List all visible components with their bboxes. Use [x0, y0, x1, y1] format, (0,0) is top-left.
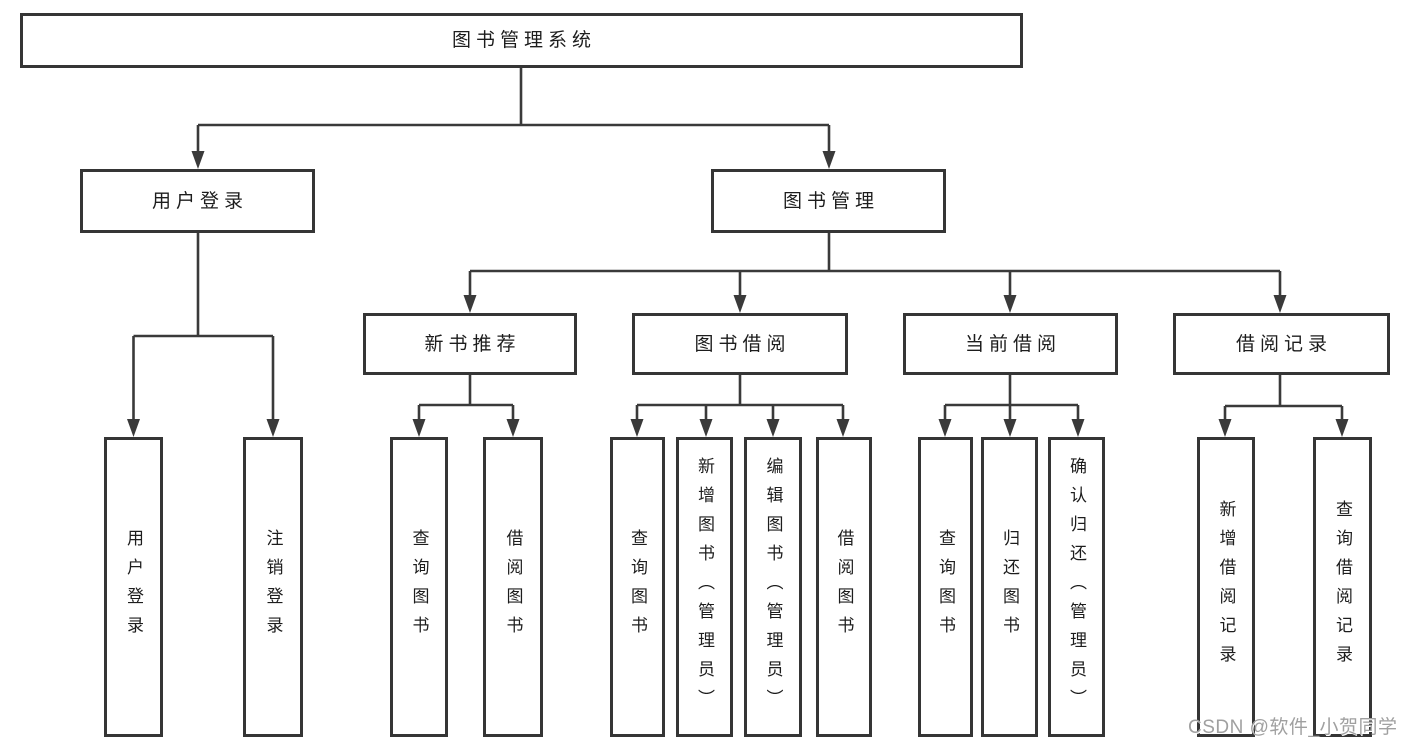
leaf-user-login-label: 用户登录 [124, 529, 143, 645]
node-book-management: 图书管理 [711, 169, 946, 233]
node-user-login-group-label: 用户登录 [151, 190, 248, 212]
leaf-borrow-books-1-label: 借阅图书 [503, 529, 523, 645]
leaf-query-borrow-record: 查询借阅记录 [1313, 437, 1372, 737]
leaf-add-books-admin: 新增图书（管理员） [676, 437, 733, 737]
csdn-watermark: CSDN @软件_小贺同学 [1188, 717, 1398, 738]
node-user-login-group: 用户登录 [80, 169, 315, 233]
leaf-query-books-2-label: 查询图书 [628, 529, 647, 645]
leaf-add-borrow-record-label: 新增借阅记录 [1216, 500, 1236, 674]
leaf-logout: 注销登录 [243, 437, 303, 737]
node-root: 图书管理系统 [20, 13, 1023, 68]
leaf-edit-books-admin-label: 编辑图书（管理员） [763, 456, 783, 718]
leaf-edit-books-admin: 编辑图书（管理员） [744, 437, 802, 737]
leaf-query-books-1-label: 查询图书 [409, 529, 429, 645]
leaf-query-borrow-record-label: 查询借阅记录 [1333, 500, 1352, 674]
leaf-add-borrow-record: 新增借阅记录 [1197, 437, 1255, 737]
leaf-return-books: 归还图书 [981, 437, 1038, 737]
node-borrowing-records: 借阅记录 [1173, 313, 1390, 375]
node-new-book-recommend-label: 新书推荐 [424, 333, 521, 355]
leaf-user-login: 用户登录 [104, 437, 163, 737]
node-book-borrowing-label: 图书借阅 [694, 333, 791, 355]
leaf-query-books-2: 查询图书 [610, 437, 665, 737]
node-current-borrowing: 当前借阅 [903, 313, 1118, 375]
leaf-add-books-admin-label: 新增图书（管理员） [695, 456, 714, 718]
leaf-confirm-return-admin: 确认归还（管理员） [1048, 437, 1105, 737]
node-new-book-recommend: 新书推荐 [363, 313, 577, 375]
leaf-borrow-books-2: 借阅图书 [816, 437, 872, 737]
leaf-query-books-3-label: 查询图书 [936, 529, 955, 645]
leaf-borrow-books-1: 借阅图书 [483, 437, 543, 737]
tree-edges [132, 68, 1344, 420]
leaf-confirm-return-admin-label: 确认归还（管理员） [1067, 456, 1086, 718]
node-root-label: 图书管理系统 [451, 30, 596, 51]
node-book-management-label: 图书管理 [782, 190, 879, 212]
node-current-borrowing-label: 当前借阅 [964, 333, 1061, 355]
leaf-return-books-label: 归还图书 [1000, 529, 1019, 645]
leaf-logout-label: 注销登录 [263, 529, 283, 645]
leaf-query-books-1: 查询图书 [390, 437, 448, 737]
leaf-query-books-3: 查询图书 [918, 437, 973, 737]
node-borrowing-records-label: 借阅记录 [1235, 333, 1332, 355]
leaf-borrow-books-2-label: 借阅图书 [834, 529, 854, 645]
node-book-borrowing: 图书借阅 [632, 313, 848, 375]
